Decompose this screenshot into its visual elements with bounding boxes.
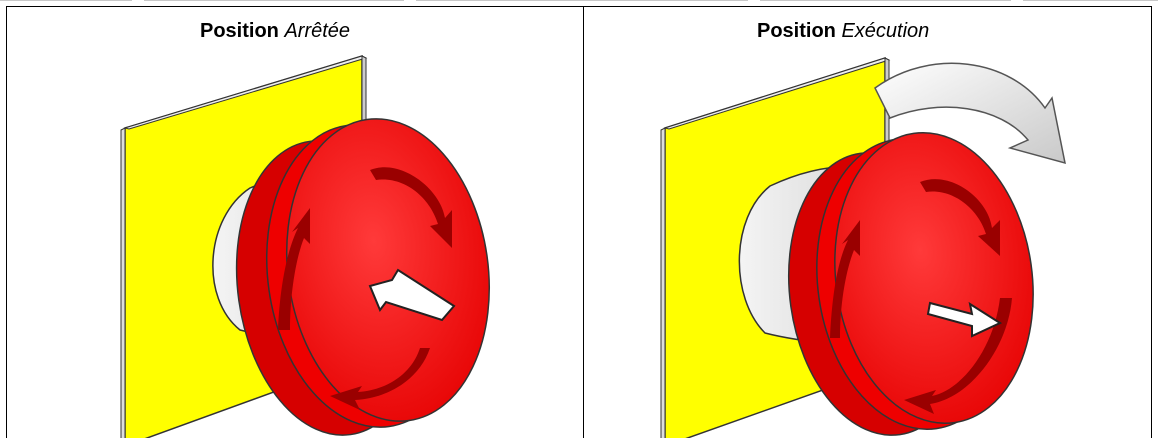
- panel-title-italic: Arrêtée: [284, 20, 350, 42]
- panel-title-bold: Position: [200, 20, 279, 42]
- panel-title-italic: Exécution: [841, 20, 929, 42]
- table-top-border: [6, 6, 1151, 7]
- panel-title-running: Position Exécution: [757, 18, 929, 44]
- panel-title-stopped: Position Arrêtée: [200, 18, 350, 44]
- emergency-stop-button-running: [640, 48, 1158, 438]
- emergency-stop-button-stopped: [100, 48, 660, 438]
- table-left-border: [6, 6, 7, 438]
- panel-title-bold: Position: [757, 20, 836, 42]
